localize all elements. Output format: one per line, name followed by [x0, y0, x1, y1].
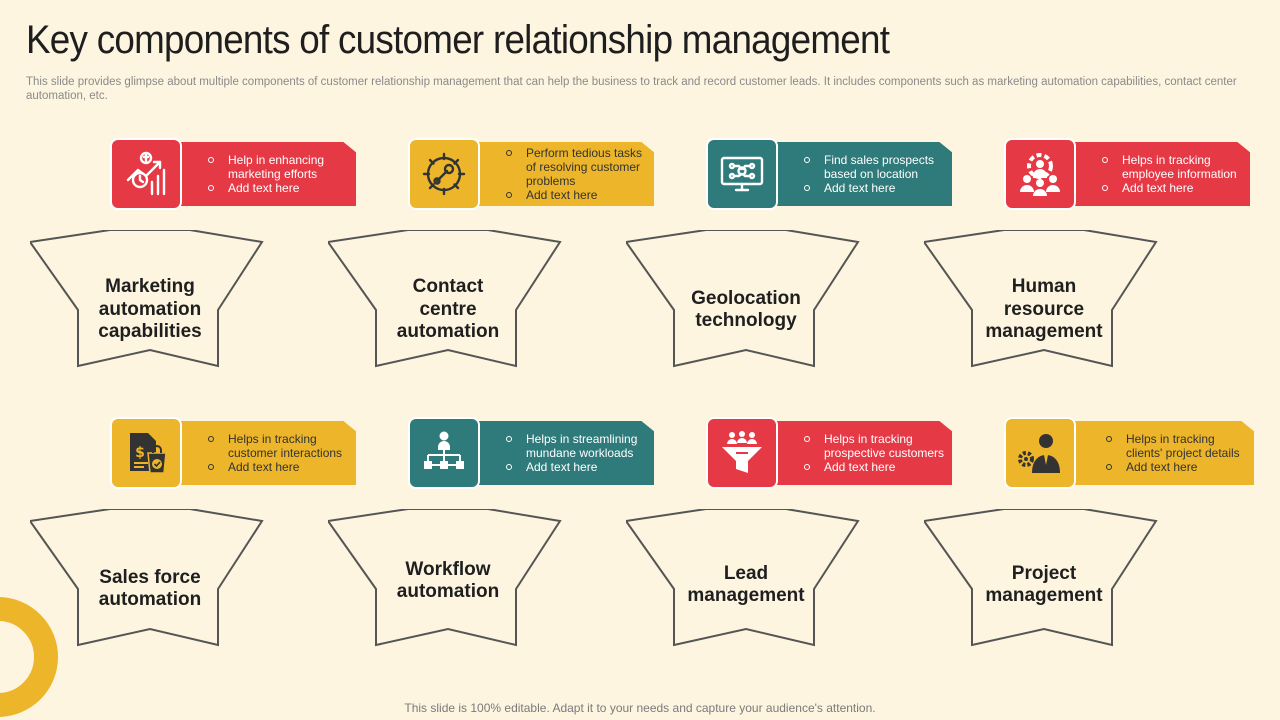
bullet-list: Helps in tracking employee information A…: [1100, 142, 1246, 206]
star-outline: [30, 509, 264, 647]
component-card-human-resource: Human resource management Helps in track…: [924, 138, 1280, 378]
bullet-item: Help in enhancing marketing efforts: [206, 153, 352, 181]
banner: [1074, 421, 1254, 485]
component-card-marketing: Marketing automation capabilities Help i…: [30, 138, 390, 378]
icon-tile: [1004, 417, 1076, 489]
bullet-item: Helps in tracking clients' project detai…: [1104, 432, 1250, 460]
banner: [474, 421, 654, 485]
component-card-workflow: Workflow automation Helps in streamlinin…: [328, 417, 688, 657]
banner: [176, 142, 356, 206]
workflow-icon: [424, 431, 464, 469]
bullet-list: Find sales prospects based on location A…: [802, 142, 948, 206]
funnel-people-icon: [722, 431, 762, 473]
decorative-ring: [0, 597, 58, 717]
bullet-item: Helps in streamlining mundane workloads: [504, 432, 650, 460]
bullet-item: Add text here: [1100, 181, 1246, 195]
star-outline: [626, 230, 860, 368]
document-bag-icon: $: [130, 433, 167, 474]
star-outline: [328, 230, 562, 368]
component-card-sales-force: Sales force automation $ Helps in tracki…: [30, 417, 390, 657]
banner: [176, 421, 356, 485]
bullet-list: Perform tedious tasks of resolving custo…: [504, 142, 650, 206]
component-title: Marketing automation capabilities: [98, 276, 202, 343]
manager-gear-icon: [1018, 434, 1060, 473]
bullet-list: Helps in tracking clients' project detai…: [1104, 421, 1250, 485]
component-title: Lead management: [687, 562, 805, 607]
icon-tile: $: [110, 417, 182, 489]
component-card-lead: Lead management Helps in tracking prospe…: [626, 417, 986, 657]
banner: [1070, 142, 1250, 206]
icon-tile: [1004, 138, 1076, 210]
page-subtitle: This slide provides glimpse about multip…: [26, 76, 1237, 102]
bullet-item: Add text here: [802, 181, 948, 195]
people-gear-icon: [1020, 153, 1060, 196]
bullet-item: Add text here: [206, 181, 352, 195]
component-title: Workflow automation: [396, 558, 500, 603]
bullet-list: Helps in tracking prospective customers …: [802, 421, 948, 485]
monitor-network-icon: [720, 156, 764, 192]
bullet-item: Helps in tracking employee information: [1100, 153, 1246, 181]
bullet-item: Perform tedious tasks of resolving custo…: [504, 146, 650, 188]
gear-wrench-icon: [422, 152, 466, 196]
component-title: Project management: [985, 562, 1103, 607]
component-card-contact-centre: Contact centre automation Perform tediou…: [328, 138, 688, 378]
footer-note: This slide is 100% editable. Adapt it to…: [404, 701, 876, 715]
icon-tile: [408, 138, 480, 210]
bullet-item: Helps in tracking customer interactions: [206, 432, 352, 460]
component-title: Contact centre automation: [396, 276, 500, 343]
svg-text:$: $: [135, 445, 145, 461]
bullet-item: Add text here: [206, 460, 352, 474]
banner: [772, 142, 952, 206]
bullet-item: Add text here: [504, 460, 650, 474]
banner: [474, 142, 654, 206]
bullet-item: Helps in tracking prospective customers: [802, 432, 948, 460]
component-card-geolocation: Geolocation technology Find sales prospe…: [626, 138, 986, 378]
component-title: Sales force automation: [98, 566, 202, 611]
icon-tile: [408, 417, 480, 489]
bullet-item: Add text here: [1104, 460, 1250, 474]
marketing-chart-icon: [126, 151, 166, 196]
star-outline: [924, 509, 1158, 647]
star-outline: [328, 509, 562, 647]
component-title: Geolocation technology: [691, 287, 801, 332]
icon-tile: [706, 417, 778, 489]
bullet-item: Find sales prospects based on location: [802, 153, 948, 181]
component-card-project: Project management Helps in tracking cli…: [924, 417, 1280, 657]
star-outline: [30, 230, 264, 368]
star-outline: [924, 230, 1158, 368]
icon-tile: [706, 138, 778, 210]
component-title: Human resource management: [985, 276, 1103, 343]
bullet-item: Add text here: [802, 460, 948, 474]
bullet-item: Add text here: [504, 188, 650, 202]
page-title: Key components of customer relationship …: [26, 18, 890, 62]
star-outline: [626, 509, 860, 647]
bullet-list: Helps in streamlining mundane workloads …: [504, 421, 650, 485]
bullet-list: Helps in tracking customer interactions …: [206, 421, 352, 485]
bullet-list: Help in enhancing marketing efforts Add …: [206, 142, 352, 206]
banner: [772, 421, 952, 485]
icon-tile: [110, 138, 182, 210]
